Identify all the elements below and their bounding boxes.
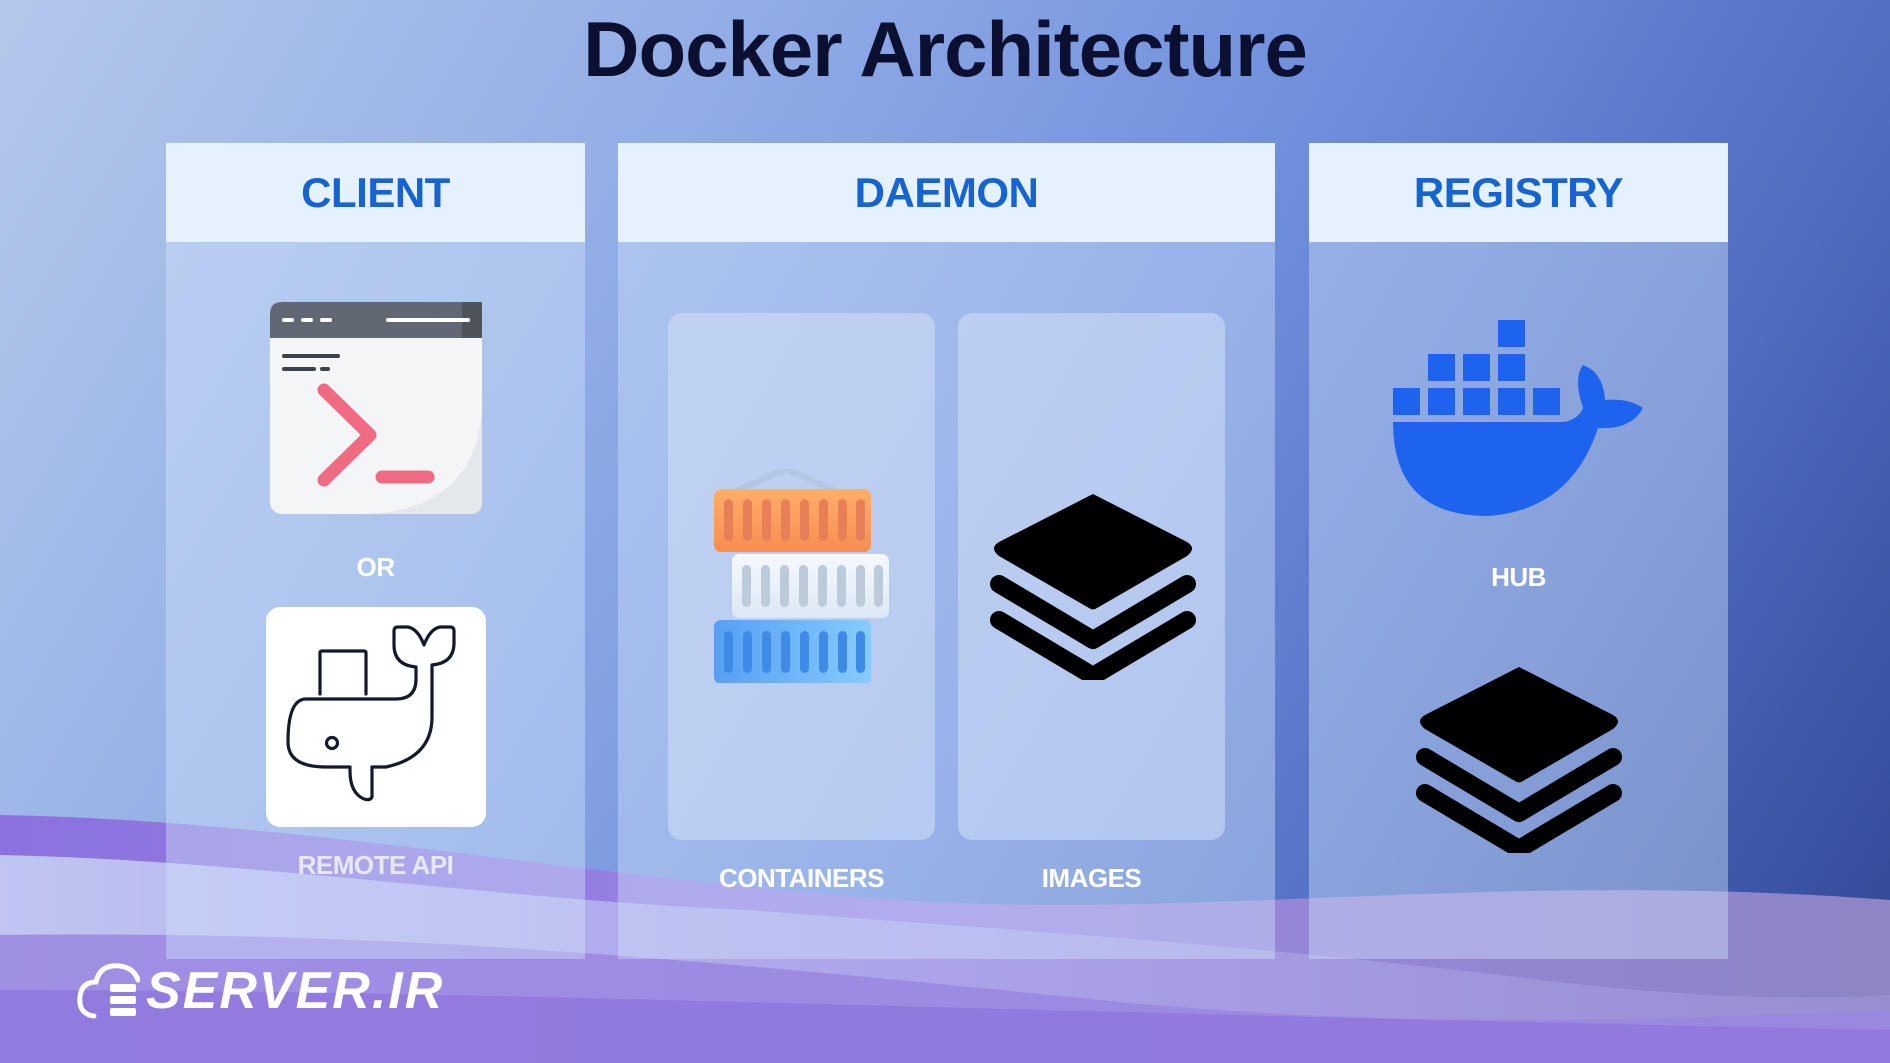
page-title: Docker Architecture — [583, 5, 1308, 93]
daemon-column: DAEMON — [618, 143, 1275, 959]
registry-layers-icon — [1416, 667, 1622, 853]
container-blue — [714, 620, 871, 683]
container-orange — [714, 489, 871, 552]
registry-heading: REGISTRY — [1309, 143, 1728, 242]
container-white — [732, 554, 889, 618]
server-ir-logo: SERVER.IR — [76, 958, 444, 1024]
client-heading: CLIENT — [166, 143, 585, 242]
remote-api-label: REMOTE API — [297, 850, 454, 880]
cloud-server-icon — [77, 963, 140, 1019]
or-separator: OR — [356, 552, 396, 582]
client-column: CLIENT OR REMOTE API — [166, 143, 585, 959]
watermark-text: SERVER.IR — [146, 962, 445, 1020]
containers-label: CONTAINERS — [719, 863, 884, 893]
docker-whale-outline-icon — [266, 607, 486, 827]
containers-stack-icon — [714, 469, 889, 683]
docker-logo-icon — [1393, 320, 1643, 516]
hub-label: HUB — [1491, 562, 1546, 592]
layers-icon — [990, 494, 1196, 680]
terminal-icon — [270, 302, 482, 514]
daemon-heading: DAEMON — [618, 143, 1275, 242]
registry-column: REGISTRY HUB — [1309, 143, 1728, 959]
images-label: IMAGES — [1041, 863, 1142, 893]
